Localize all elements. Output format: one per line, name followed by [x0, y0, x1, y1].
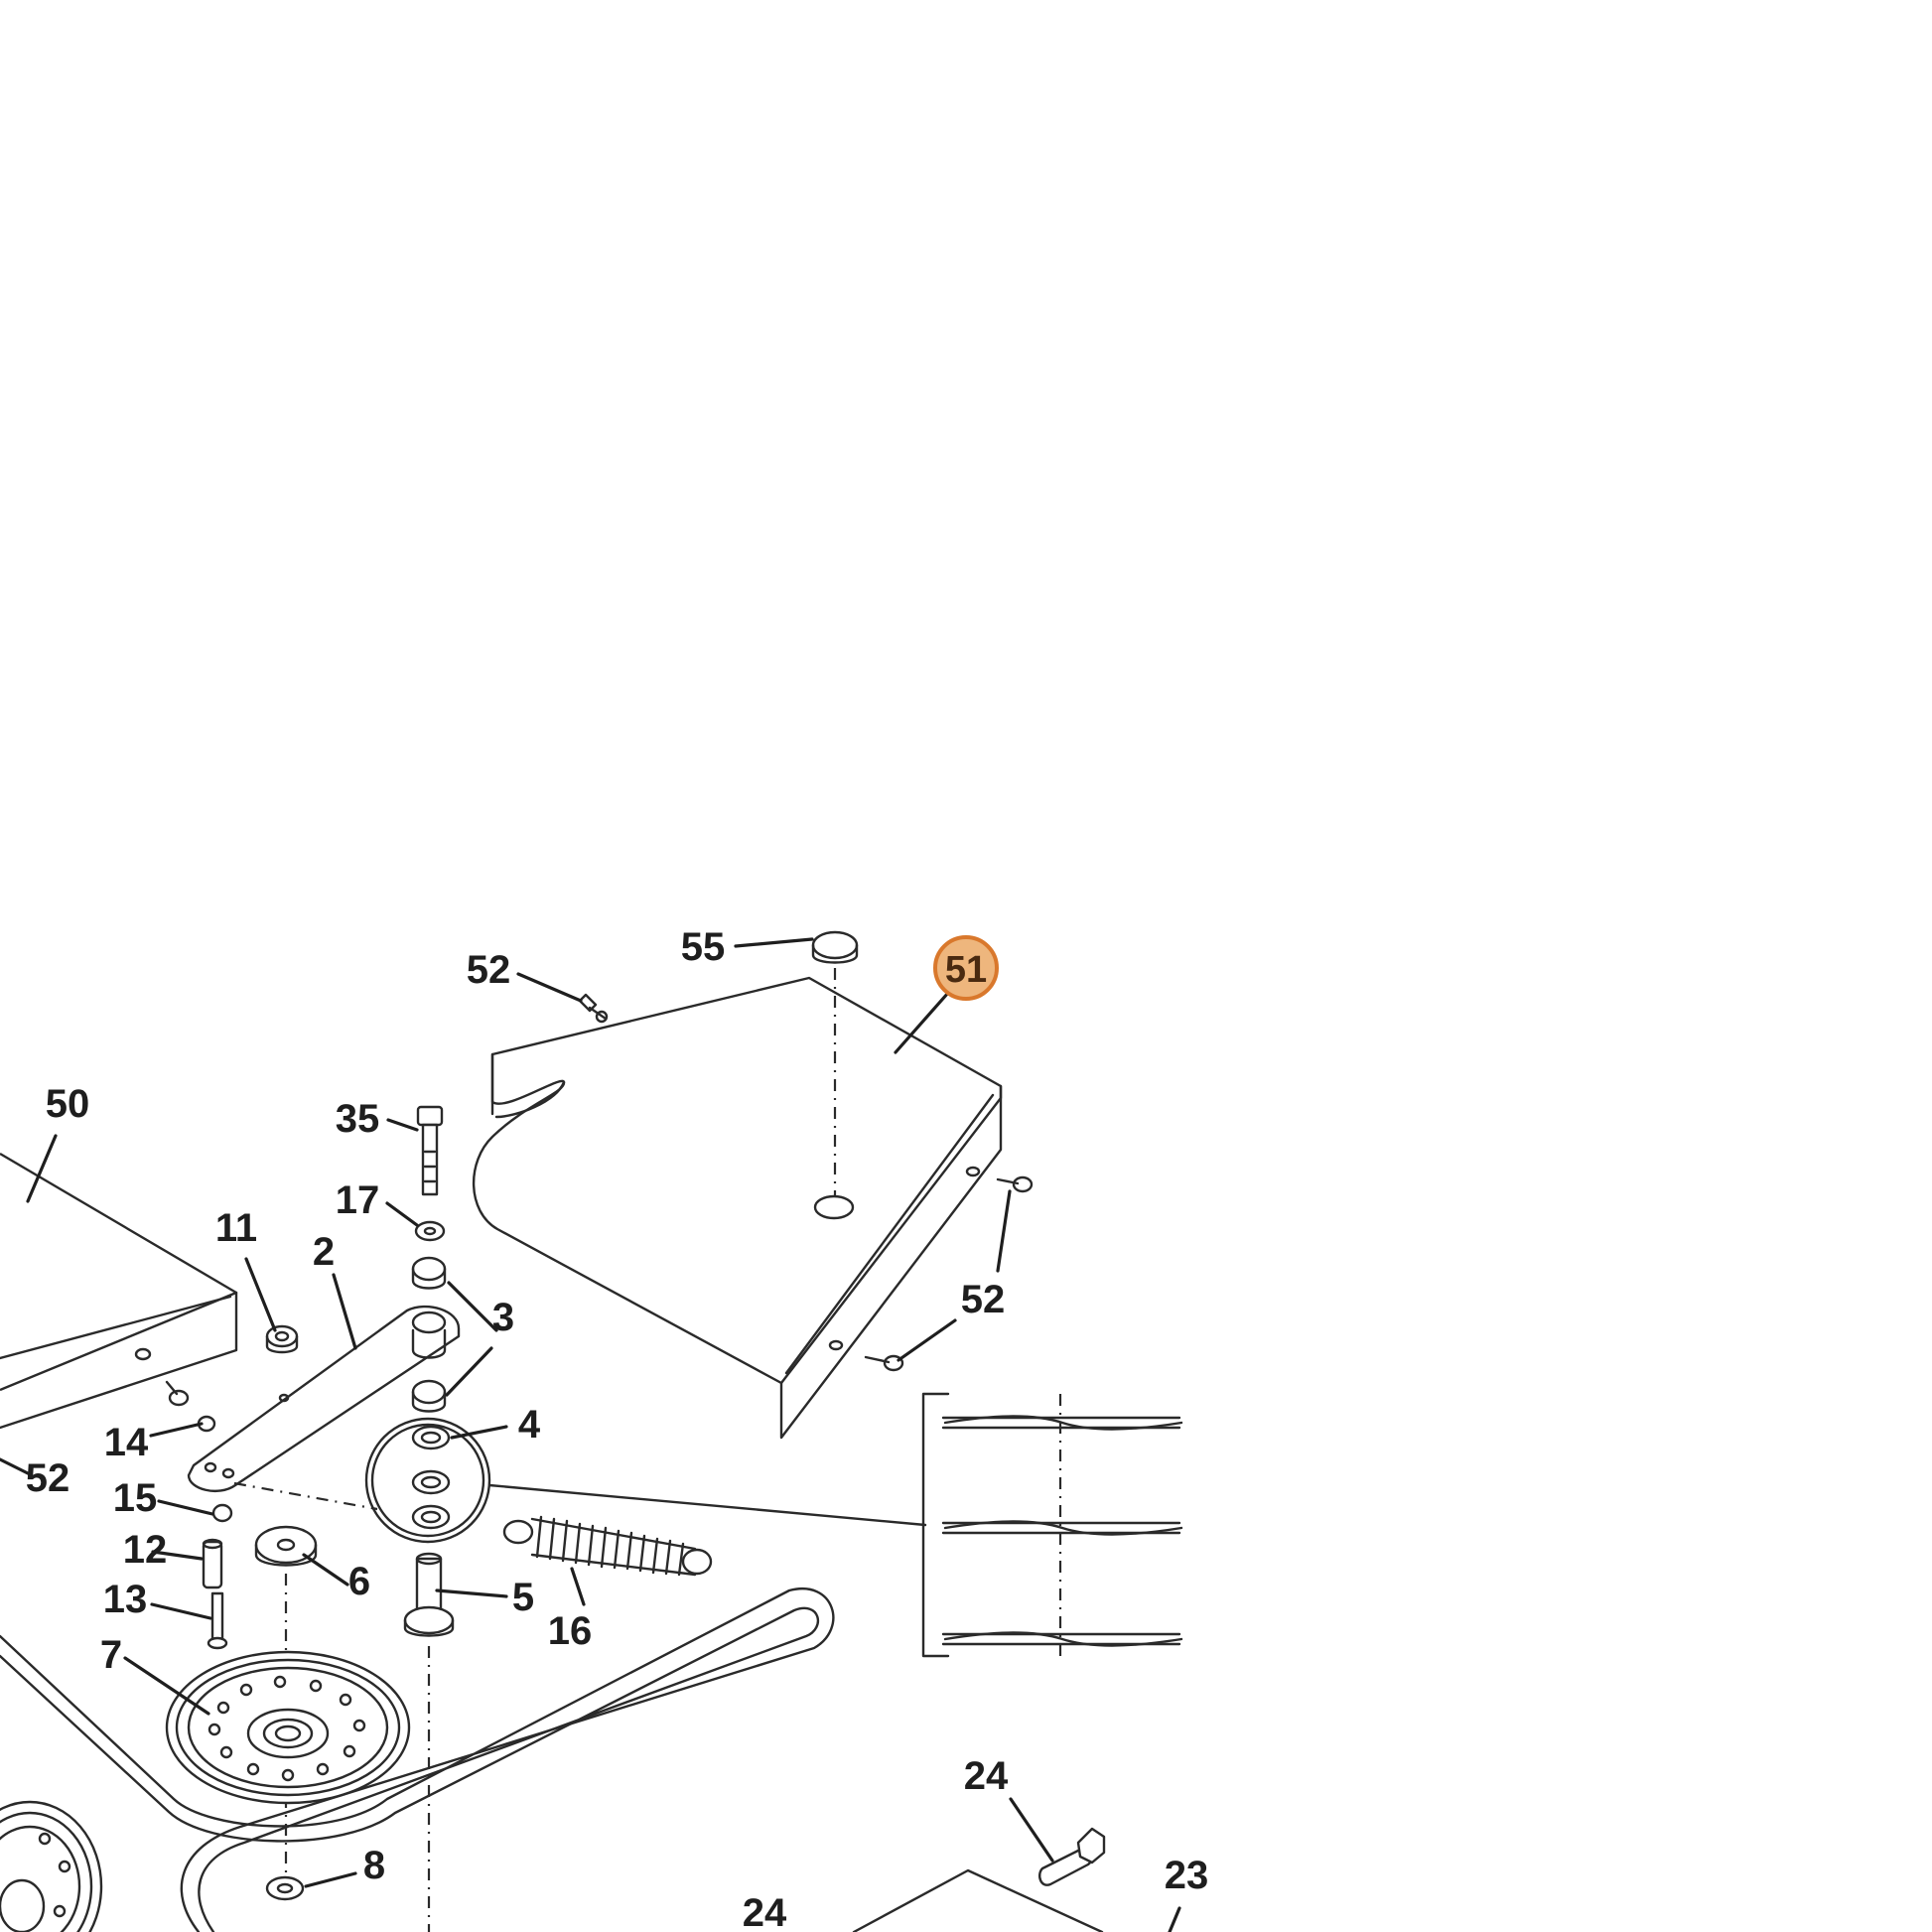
callout-3[interactable]: 3: [492, 1296, 514, 1339]
nut-11: [265, 1324, 299, 1354]
callout-55[interactable]: 55: [681, 925, 726, 969]
plug-part: [811, 930, 859, 1196]
callout-16[interactable]: 16: [548, 1609, 593, 1653]
callout-52[interactable]: 52: [961, 1278, 1006, 1321]
pulley-reference-line: [487, 1483, 927, 1527]
idler-pulley-4: [364, 1417, 491, 1544]
bolt-52-right-lower: [864, 1354, 904, 1372]
callout-11[interactable]: 11: [215, 1206, 257, 1250]
left-deck-panel: [0, 1152, 238, 1430]
callout-14[interactable]: 14: [104, 1421, 149, 1464]
idler-arm: [187, 1305, 461, 1493]
callout-23[interactable]: 23: [1165, 1854, 1209, 1897]
bolt-52-top: [578, 993, 609, 1024]
callout-8[interactable]: 8: [363, 1844, 385, 1887]
highlight-marker[interactable]: 51: [933, 935, 999, 1001]
callout-7[interactable]: 7: [100, 1633, 122, 1677]
callout-2[interactable]: 2: [313, 1230, 335, 1274]
drive-belt: [0, 1587, 835, 1932]
callout-15[interactable]: 15: [113, 1476, 158, 1520]
washer-spacer-stack: [411, 1220, 447, 1413]
callout-6[interactable]: 6: [348, 1560, 370, 1603]
callout-4[interactable]: 4: [518, 1403, 541, 1447]
bolt-24: [1038, 1827, 1106, 1886]
callout-13[interactable]: 13: [103, 1578, 148, 1621]
callout-12[interactable]: 12: [123, 1528, 168, 1572]
pulley-side-view: [921, 1392, 1183, 1660]
lower-plate: [852, 1868, 1104, 1932]
arm-center-dash: [233, 1481, 378, 1511]
callout-24[interactable]: 24: [743, 1891, 787, 1932]
callout-24[interactable]: 24: [964, 1754, 1009, 1798]
callout-labels: 55 52 51 50 35 17 11 2 3 52 4 14 52 15 1…: [26, 925, 1209, 1932]
callout-51[interactable]: 51: [945, 949, 987, 991]
bolt-35: [416, 1105, 444, 1196]
belt-cover-shield: [472, 976, 1003, 1440]
spring-16: [502, 1515, 713, 1577]
callout-52[interactable]: 52: [467, 948, 511, 992]
shaft-5: [403, 1552, 455, 1932]
leader-lines: [0, 937, 1181, 1932]
main-pulley-7: [165, 1650, 411, 1805]
lower-left-pulley: [0, 1800, 103, 1932]
bolt-group: [165, 993, 1034, 1407]
bolt-52-right-upper: [996, 1175, 1034, 1193]
callout-5[interactable]: 5: [512, 1576, 534, 1619]
callout-50[interactable]: 50: [46, 1082, 90, 1126]
bolt-52-left: [165, 1380, 190, 1407]
callout-35[interactable]: 35: [336, 1097, 380, 1141]
spacer-6: [254, 1525, 318, 1896]
callout-17[interactable]: 17: [336, 1178, 380, 1222]
washer-8: [265, 1875, 305, 1901]
callout-52[interactable]: 52: [26, 1456, 70, 1500]
